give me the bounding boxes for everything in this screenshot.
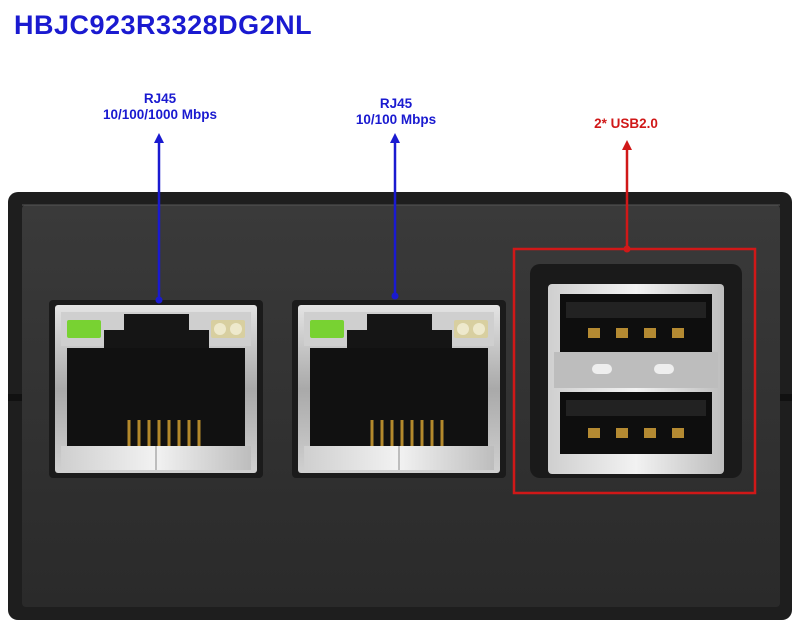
rj45-gigabit-label: RJ45 10/100/1000 Mbps <box>70 91 250 123</box>
led-green-icon <box>310 320 344 338</box>
rj45-gigabit-label-line1: RJ45 <box>143 91 177 106</box>
product-model-title: HBJC923R3328DG2NL <box>14 10 313 40</box>
rj45-fast-arrow <box>390 133 400 300</box>
rj45-gigabit-port <box>49 300 263 478</box>
rj45-gigabit-arrow <box>154 133 164 304</box>
led-green-icon <box>67 320 101 338</box>
rj45-fast-label-line1: RJ45 <box>379 96 413 111</box>
usb-dual-port <box>530 264 742 478</box>
rj45-fast-label: RJ45 10/100 Mbps <box>306 96 486 128</box>
usb-label-line1: 2* USB2.0 <box>594 116 658 131</box>
usb-arrow <box>622 140 632 253</box>
usb-label: 2* USB2.0 <box>536 116 716 132</box>
usb-highlight-box <box>512 247 757 495</box>
rj45-gigabit-label-line2: 10/100/1000 Mbps <box>102 107 218 122</box>
rj45-fast-label-line2: 10/100 Mbps <box>355 112 437 127</box>
rj45-fast-port <box>292 300 506 478</box>
